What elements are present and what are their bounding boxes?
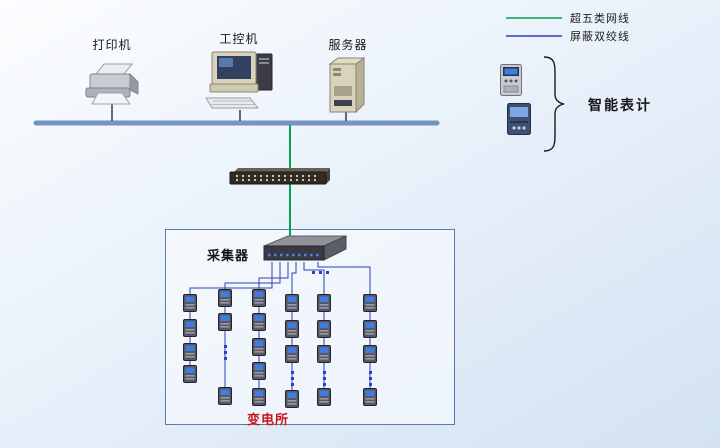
printer-icon — [80, 60, 144, 112]
collector-icon — [262, 234, 348, 268]
twisted-pair-line-sample-icon — [506, 35, 562, 37]
legend-label-twisted-pair: 屏蔽双绞线 — [570, 30, 630, 43]
industrial-pc-label: 工控机 — [219, 32, 259, 46]
brace-icon — [541, 55, 567, 157]
substation-label: 变电所 — [246, 413, 289, 428]
smart-meters-label: 智能表计 — [588, 98, 652, 114]
smart-meter-icon — [507, 103, 531, 139]
industrial-pc-icon — [200, 50, 278, 116]
server-label: 服务器 — [328, 38, 368, 52]
smart-meter-icon — [500, 64, 522, 100]
cat5e-line-sample-icon — [506, 17, 562, 19]
printer-label: 打印机 — [92, 38, 132, 52]
legend: 超五类网线 屏蔽双绞线 — [506, 9, 630, 45]
legend-item-cat5e: 超五类网线 — [506, 9, 630, 27]
switch-icon — [228, 166, 332, 190]
server-icon — [322, 56, 370, 118]
legend-item-twisted-pair: 屏蔽双绞线 — [506, 27, 630, 45]
legend-label-cat5e: 超五类网线 — [570, 12, 630, 25]
collector-label: 采集器 — [206, 249, 249, 264]
